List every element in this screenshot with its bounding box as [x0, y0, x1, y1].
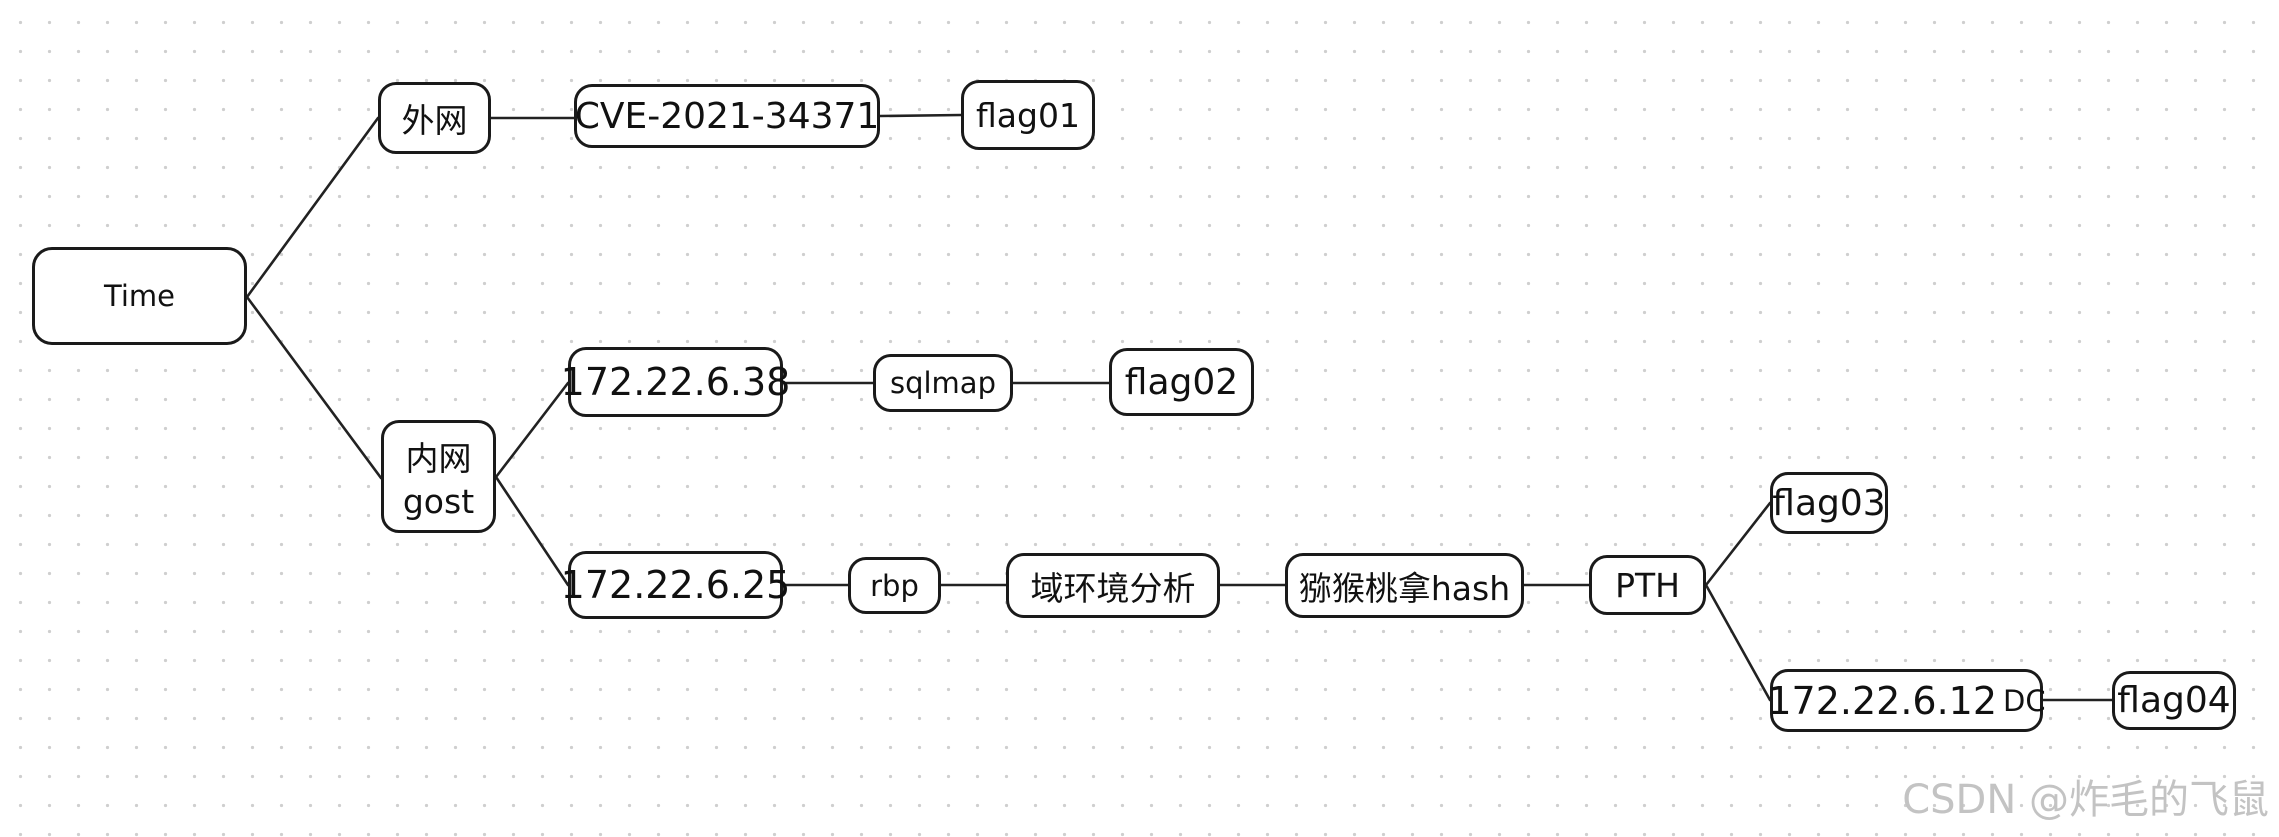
node-flag02[interactable]: flag02	[1109, 348, 1254, 416]
edge-time-intranet	[245, 295, 383, 480]
node-domain-analysis[interactable]: 域环境分析	[1006, 553, 1220, 618]
node-host-38[interactable]: 172.22.6.38	[561, 347, 790, 417]
node-flag04-label: flag04	[2117, 680, 2231, 721]
edge-pth-flag03	[1704, 501, 1772, 587]
node-cve-label: CVE-2021-34371	[574, 95, 880, 137]
node-rbp[interactable]: rbp	[848, 557, 941, 614]
node-flag01-label: flag01	[976, 95, 1080, 135]
node-time-label: Time	[104, 279, 175, 313]
edge-time-extranet	[245, 116, 380, 299]
node-domain-analysis-label: 域环境分析	[1030, 568, 1196, 608]
node-cve[interactable]: CVE-2021-34371	[574, 84, 880, 148]
node-flag04[interactable]: flag04	[2112, 671, 2236, 730]
watermark-text: CSDN @炸毛的飞鼠	[1902, 777, 2269, 823]
node-rbp-label: rbp	[870, 568, 919, 603]
edge-cve-flag01	[878, 113, 963, 118]
node-pth-label: PTH	[1615, 565, 1680, 605]
node-flag03-label: flag03	[1772, 482, 1886, 524]
node-sqlmap[interactable]: sqlmap	[873, 354, 1013, 412]
node-intranet[interactable]: 内网 gost	[381, 420, 496, 533]
node-host-25[interactable]: 172.22.6.25	[561, 551, 790, 619]
node-time[interactable]: Time	[32, 247, 247, 345]
node-host-25-ip: 172.22.6.25	[560, 563, 791, 607]
node-extranet[interactable]: 外网	[378, 82, 491, 154]
node-dc-host-ip: 172.22.6.12	[1767, 678, 1998, 723]
node-dc-host[interactable]: 172.22.6.12 DC	[1767, 669, 2046, 732]
edge-intranet-host38	[494, 381, 570, 479]
edge-intranet-host25	[494, 475, 570, 587]
node-intranet-label: 内网	[405, 439, 472, 478]
node-pth[interactable]: PTH	[1589, 555, 1706, 615]
node-flag03[interactable]: flag03	[1770, 472, 1888, 534]
node-sqlmap-label: sqlmap	[889, 366, 996, 400]
node-intranet-sublabel: gost	[402, 482, 475, 521]
edge-pth-dc	[1704, 583, 1772, 702]
node-flag01[interactable]: flag01	[961, 80, 1095, 150]
node-mimikatz-hash[interactable]: 猕猴桃拿hash	[1285, 553, 1524, 618]
node-extranet-label: 外网	[401, 101, 468, 140]
node-host-38-ip: 172.22.6.38	[560, 360, 791, 404]
node-mimikatz-hash-label: 猕猴桃拿hash	[1298, 568, 1511, 608]
node-dc-host-tag: DC	[2003, 683, 2046, 718]
node-flag02-label: flag02	[1124, 361, 1239, 403]
